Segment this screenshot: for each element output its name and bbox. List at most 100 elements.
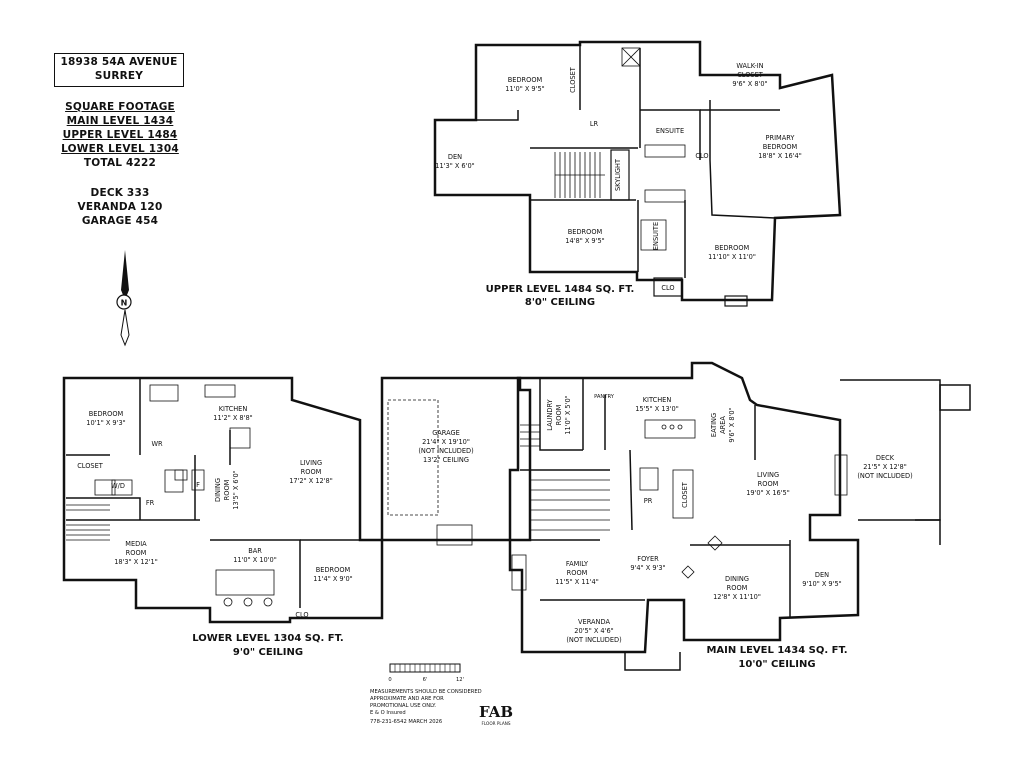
svg-text:19'0" X 16'5": 19'0" X 16'5" <box>746 489 790 497</box>
svg-text:GARAGE: GARAGE <box>432 429 460 437</box>
svg-text:PRIMARY: PRIMARY <box>766 134 796 142</box>
svg-text:DEN: DEN <box>448 153 462 161</box>
north-compass-icon: N <box>116 250 132 347</box>
scale-bar: 0 6' 12' <box>388 663 464 683</box>
svg-text:SKYLIGHT: SKYLIGHT <box>614 158 622 191</box>
svg-text:11'4" X 9'0": 11'4" X 9'0" <box>313 575 352 583</box>
svg-text:E & O Insured: E & O Insured <box>370 710 406 716</box>
svg-text:LIVING: LIVING <box>757 471 779 479</box>
svg-text:KITCHEN: KITCHEN <box>219 405 248 413</box>
svg-text:20'5" X 4'6": 20'5" X 4'6" <box>574 627 613 635</box>
svg-text:EATING: EATING <box>710 413 718 437</box>
svg-text:11'2" X 8'8": 11'2" X 8'8" <box>213 414 252 422</box>
main-level-ceiling: 10'0" CEILING <box>738 659 815 670</box>
veranda-sqft: VERANDA 120 <box>77 201 163 213</box>
compass-label: N <box>121 299 128 308</box>
svg-text:BEDROOM: BEDROOM <box>316 566 351 574</box>
svg-text:11'5" X 11'4": 11'5" X 11'4" <box>555 578 599 586</box>
svg-text:CLOSET: CLOSET <box>681 481 689 508</box>
svg-text:778-231-6542 MARCH 2026: 778-231-6542 MARCH 2026 <box>370 719 442 725</box>
fab-logo: FAB FLOOR PLANS <box>479 703 513 726</box>
svg-text:ROOM: ROOM <box>223 479 231 500</box>
upper-level-plan <box>433 40 842 307</box>
svg-text:DINING: DINING <box>214 478 222 502</box>
main-level-plan <box>380 361 860 654</box>
upper-level-labels: BEDROOM 11'0" X 9'5" DEN 11'3" X 6'0" CL… <box>435 62 801 308</box>
svg-text:FLOOR PLANS: FLOOR PLANS <box>481 721 510 726</box>
svg-text:APPROXIMATE AND ARE FOR: APPROXIMATE AND ARE FOR <box>370 696 444 702</box>
svg-text:BAR: BAR <box>248 547 262 555</box>
svg-text:11'10" X 11'0": 11'10" X 11'0" <box>708 253 756 261</box>
svg-text:AREA: AREA <box>719 416 727 434</box>
svg-text:ROOM: ROOM <box>727 584 748 592</box>
svg-text:W/D: W/D <box>111 482 125 490</box>
garage-sqft: GARAGE 454 <box>81 215 159 227</box>
svg-text:LR: LR <box>590 120 599 128</box>
svg-text:9'6" X 8'0": 9'6" X 8'0" <box>732 80 767 88</box>
svg-text:LIVING: LIVING <box>300 459 322 467</box>
svg-text:6': 6' <box>423 677 428 683</box>
svg-text:BEDROOM: BEDROOM <box>89 410 124 418</box>
svg-text:CLO: CLO <box>661 284 674 292</box>
total-sqft: TOTAL 4222 <box>83 157 157 169</box>
upper-level-ceiling: 8'0" CEILING <box>525 297 595 308</box>
svg-text:FAMILY: FAMILY <box>566 560 589 568</box>
svg-text:13'5" X 6'0": 13'5" X 6'0" <box>232 470 240 509</box>
svg-text:11'0" X 10'0": 11'0" X 10'0" <box>233 556 277 564</box>
svg-text:21'4" X 19'10": 21'4" X 19'10" <box>422 438 470 446</box>
svg-text:FOYER: FOYER <box>637 555 659 563</box>
svg-text:MEDIA: MEDIA <box>125 540 147 548</box>
svg-text:ENSUITE: ENSUITE <box>652 222 660 250</box>
svg-text:12': 12' <box>456 677 464 683</box>
svg-text:CLO: CLO <box>295 611 308 619</box>
svg-text:BEDROOM: BEDROOM <box>508 76 543 84</box>
svg-text:17'2" X 12'8": 17'2" X 12'8" <box>289 477 333 485</box>
svg-text:11'3" X 6'0": 11'3" X 6'0" <box>435 162 474 170</box>
svg-text:9'4" X 9'3": 9'4" X 9'3" <box>630 564 665 572</box>
svg-text:BEDROOM: BEDROOM <box>715 244 750 252</box>
svg-text:PANTRY: PANTRY <box>594 394 615 400</box>
svg-text:DECK: DECK <box>876 454 895 462</box>
main-level-sqft: MAIN LEVEL 1434 <box>66 115 174 127</box>
svg-text:14'8" X 9'5": 14'8" X 9'5" <box>565 237 604 245</box>
svg-text:DEN: DEN <box>815 571 829 579</box>
svg-text:LAUNDRY: LAUNDRY <box>546 398 554 430</box>
svg-text:CLOSET: CLOSET <box>77 462 104 470</box>
main-level-labels: GARAGE 21'4" X 19'10" (NOT INCLUDED) 13'… <box>418 394 912 670</box>
svg-text:WALK-IN: WALK-IN <box>736 62 763 70</box>
disclaimer-notes: MEASUREMENTS SHOULD BE CONSIDERED APPROX… <box>370 689 482 725</box>
lower-level-title: LOWER LEVEL 1304 SQ. FT. <box>192 633 343 644</box>
upper-level-title: UPPER LEVEL 1484 SQ. FT. <box>486 284 635 295</box>
svg-text:18'3" X 12'1": 18'3" X 12'1" <box>114 558 158 566</box>
svg-text:CLOSET: CLOSET <box>737 71 764 79</box>
deck-outline <box>624 379 971 671</box>
svg-text:21'5" X 12'8": 21'5" X 12'8" <box>863 463 907 471</box>
main-level-title: MAIN LEVEL 1434 SQ. FT. <box>706 645 847 656</box>
svg-text:10'1" X 9'3": 10'1" X 9'3" <box>86 419 125 427</box>
svg-text:KITCHEN: KITCHEN <box>643 396 672 404</box>
svg-text:F: F <box>196 481 200 489</box>
svg-text:FAB: FAB <box>479 703 513 721</box>
svg-text:11'0" X 9'5": 11'0" X 9'5" <box>505 85 544 93</box>
svg-text:(NOT INCLUDED): (NOT INCLUDED) <box>418 447 473 455</box>
address-line2: SURREY <box>94 70 144 82</box>
svg-text:ROOM: ROOM <box>301 468 322 476</box>
lower-stairs <box>66 384 275 607</box>
svg-text:11'0" X 5'0": 11'0" X 5'0" <box>564 395 572 434</box>
svg-text:18'8" X 16'4": 18'8" X 16'4" <box>758 152 802 160</box>
svg-text:BEDROOM: BEDROOM <box>568 228 603 236</box>
address-box <box>54 53 184 87</box>
svg-text:12'8" X 11'10": 12'8" X 11'10" <box>713 593 761 601</box>
svg-text:CLOSET: CLOSET <box>569 66 577 93</box>
square-footage-title: SQUARE FOOTAGE <box>65 101 175 113</box>
svg-text:9'6" X 8'0": 9'6" X 8'0" <box>728 407 736 442</box>
svg-text:15'5" X 13'0": 15'5" X 13'0" <box>635 405 679 413</box>
upper-level-sqft: UPPER LEVEL 1484 <box>62 129 178 141</box>
svg-text:VERANDA: VERANDA <box>578 618 610 626</box>
svg-text:0: 0 <box>388 677 391 683</box>
svg-text:ROOM: ROOM <box>126 549 147 557</box>
svg-text:ENSUITE: ENSUITE <box>656 127 684 135</box>
svg-text:9'10" X 9'5": 9'10" X 9'5" <box>802 580 841 588</box>
svg-text:BEDROOM: BEDROOM <box>763 143 798 151</box>
